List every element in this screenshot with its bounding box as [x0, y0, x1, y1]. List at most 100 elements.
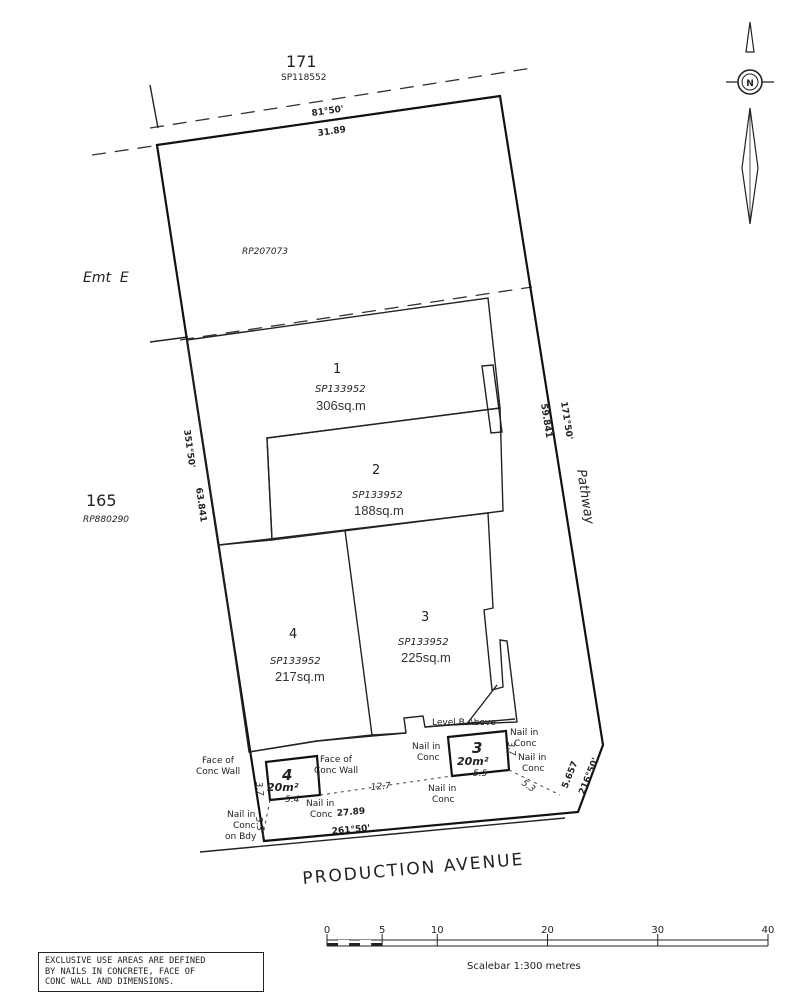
right-offset: 5.3 [519, 778, 537, 795]
pathway-label: Pathway [573, 468, 597, 525]
lot-171-plan: SP118552 [281, 73, 327, 83]
lot-2-area: 188sq.m [354, 503, 404, 518]
svg-text:Conc: Conc [514, 739, 536, 749]
lot-1-number: 1 [333, 362, 341, 377]
scalebar-tick-label: 5 [379, 925, 385, 936]
span-dimension: 12.7 [370, 781, 391, 793]
nail-area3-right-note: Nail in Conc [518, 753, 546, 774]
svg-text:Nail in: Nail in [306, 799, 334, 809]
note-line-2: BY NAILS IN CONCRETE, FACE OF [45, 966, 196, 977]
road-name: PRODUCTION AVENUE [302, 850, 525, 889]
note-line-1: EXCLUSIVE USE AREAS ARE DEFINED [45, 956, 206, 966]
lot-4-area: 217sq.m [275, 669, 325, 684]
road-alignment [199, 817, 566, 853]
lot-3-area: 225sq.m [401, 650, 451, 665]
right-distance: 59.841 [538, 403, 553, 439]
svg-text:Conc: Conc [417, 753, 439, 763]
lot-165-number: 165 [86, 491, 117, 510]
svg-text:Conc: Conc [233, 821, 255, 831]
common-plan-label: RP207073 [242, 247, 288, 257]
bottom-bearing: 261°50' [331, 824, 370, 837]
area-3-width: 5.5 [473, 769, 488, 779]
svg-text:Nail in: Nail in [227, 810, 255, 820]
face-wall-mid-note: Face of Conc Wall [314, 755, 358, 776]
svg-text:Nail in: Nail in [518, 753, 546, 763]
svg-text:Nail in: Nail in [428, 784, 456, 794]
scalebar-tick-label: 40 [762, 925, 775, 936]
top-bearing: 81°50' [311, 105, 344, 119]
svg-text:on Bdy: on Bdy [225, 832, 257, 842]
lot-1-stair [481, 364, 503, 434]
lot-171-rear-boundary [149, 67, 533, 129]
easement-tick [149, 336, 189, 343]
area-4-depth: 3.7 [253, 781, 264, 797]
face-wall-left-note: Face of Conc Wall [196, 756, 240, 777]
lot-3-number: 3 [421, 610, 429, 625]
span-dimension-line [319, 775, 453, 796]
bottom-distance: 27.89 [336, 807, 365, 819]
note-line-3: CONC WALL AND DIMENSIONS. [45, 977, 175, 987]
scalebar-tick-label: 0 [324, 925, 330, 936]
scalebar-tick-label: 30 [651, 925, 664, 936]
right-offset-line [508, 769, 561, 796]
corner-distance: 5.657 [561, 760, 581, 790]
easement-boundary [179, 286, 533, 341]
level-b-note: Level B Above [432, 718, 496, 728]
lot-4-plan: SP133952 [270, 656, 321, 667]
lot-3-plan: SP133952 [398, 637, 449, 648]
svg-text:Nail in: Nail in [510, 728, 538, 738]
lot-165-plan: RP880290 [83, 515, 129, 525]
area-3-size: 20m² [457, 755, 489, 768]
scalebar-segment [371, 943, 383, 946]
lot-3-ramp [465, 684, 498, 726]
area-4-size: 20m² [267, 781, 299, 794]
svg-text:Face of: Face of [202, 756, 235, 766]
svg-text:Face of: Face of [320, 755, 353, 765]
lot-171-side-line [149, 84, 159, 129]
lot-2-number: 2 [372, 463, 380, 478]
scalebar-segment [338, 940, 350, 943]
left-bearing: 351°50' [181, 429, 196, 469]
lot-3-outline [344, 512, 518, 736]
left-offset: 5.3 [253, 816, 264, 832]
easement-line-left [91, 144, 161, 156]
north-label: N [746, 79, 754, 89]
exclusive-use-note: EXCLUSIVE USE AREAS ARE DEFINED BY NAILS… [38, 952, 264, 992]
nail-area3-top-note: Nail in Conc [510, 728, 538, 749]
svg-text:Conc: Conc [522, 764, 544, 774]
area-3-depth: 3.7 [505, 741, 516, 757]
nail-mid-right-note: Nail in Conc [428, 784, 456, 805]
scalebar-label: Scalebar 1:300 metres [467, 961, 581, 972]
lot-4-number: 4 [289, 627, 297, 642]
lot-1-area: 306sq.m [316, 398, 366, 413]
conc-wall-line [248, 732, 407, 753]
svg-text:Conc Wall: Conc Wall [314, 766, 358, 776]
scalebar-segment [349, 943, 361, 946]
left-distance: 63.841 [193, 487, 208, 523]
lot-2-plan: SP133952 [352, 490, 403, 501]
area-4-number: 4 [281, 766, 292, 784]
top-distance: 31.89 [317, 125, 347, 139]
scalebar-tick-label: 20 [541, 925, 554, 936]
level-b-line [424, 718, 516, 728]
area-4-width: 5.4 [285, 795, 300, 805]
scalebar-segment [360, 940, 372, 943]
lot-1-plan: SP133952 [315, 384, 366, 395]
area-3-number: 3 [472, 739, 482, 757]
nail-mid-left-note: Nail in Conc [306, 799, 334, 820]
easement-label: Emt E [83, 270, 129, 286]
svg-text:Conc: Conc [432, 795, 454, 805]
svg-text:Conc Wall: Conc Wall [196, 767, 240, 777]
scalebar-segment [327, 943, 339, 946]
lot-1-outline [186, 297, 501, 546]
lot-2-outline [266, 407, 504, 541]
svg-text:Conc: Conc [310, 810, 332, 820]
svg-text:Nail in: Nail in [412, 742, 440, 752]
nail-area3-left-note: Nail in Conc [412, 742, 440, 763]
right-bearing: 171°50' [558, 401, 574, 441]
nail-bdy-note: Nail in Conc on Bdy [225, 810, 257, 842]
lot-171-number: 171 [286, 52, 317, 71]
north-arrow: N [726, 21, 774, 225]
parcel-boundary [155, 94, 605, 843]
